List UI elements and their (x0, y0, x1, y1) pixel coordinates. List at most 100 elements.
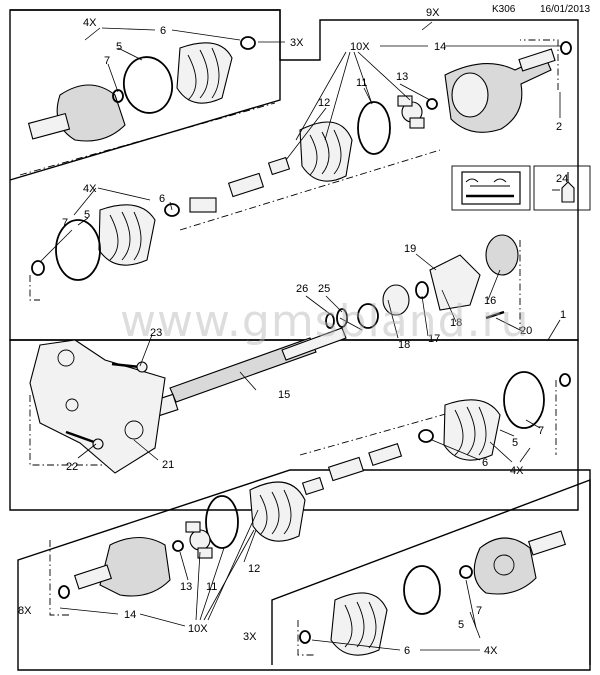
intermediate-sleeve (327, 456, 365, 482)
manual-wrench-icon (451, 165, 531, 211)
label-19: 19 (404, 243, 416, 255)
leader-lines (39, 21, 562, 651)
label-5c: 5 (512, 437, 518, 449)
clamp-ring (403, 565, 441, 615)
diagram-date: 16/01/2013 (540, 4, 591, 15)
label-5a: 5 (116, 41, 122, 53)
tripod-joint-top (397, 95, 425, 129)
clip-ring (164, 203, 180, 217)
label-6b: 6 (159, 193, 165, 205)
frame-center-intermediate-shaft (9, 339, 579, 511)
dash-line (520, 39, 559, 90)
dash-line (29, 275, 40, 301)
label-13a: 13 (396, 71, 408, 83)
label-2: 2 (556, 121, 562, 133)
circlip (58, 585, 70, 599)
label-1: 1 (560, 309, 566, 321)
frame-top-outer-joint-box (9, 9, 281, 181)
bolt-22 (65, 430, 95, 444)
clamp-ring (205, 495, 239, 549)
label-13b: 13 (180, 581, 192, 593)
snap-ring-17 (415, 281, 429, 299)
label-16: 16 (484, 295, 496, 307)
label-14b: 14 (124, 609, 136, 621)
label-6a: 6 (160, 25, 166, 37)
label-11b: 11 (206, 581, 217, 593)
label-24: 24 (556, 173, 568, 185)
label-11a: 11 (356, 77, 367, 89)
label-21: 21 (162, 459, 174, 471)
dash-line (19, 102, 276, 176)
qty-3x-bottom: 3X (243, 631, 257, 643)
circlip (112, 89, 124, 103)
bolt-head (136, 361, 148, 373)
qty-9x: 9X (426, 7, 440, 19)
dash-line (49, 540, 70, 616)
seal-ring-26 (325, 313, 335, 329)
bearing-16 (485, 234, 519, 276)
boot-second-row (98, 204, 156, 266)
inner-joint-housing-top (444, 48, 556, 133)
ring-18 (357, 303, 379, 329)
frame-bottom-outer-joint-box (271, 478, 591, 665)
qty-10x-top: 10X (350, 41, 370, 53)
boot-top-left (176, 42, 233, 104)
bolt-head (92, 438, 104, 450)
label-25: 25 (318, 283, 330, 295)
qty-8x: 8X (18, 605, 32, 617)
qty-4x-a: 4X (83, 17, 97, 29)
spacer (301, 476, 325, 496)
qty-3x-top: 3X (290, 37, 304, 49)
circlip (299, 630, 311, 644)
qty-4x-c: 4X (510, 465, 524, 477)
inner-cv-boot-top (299, 121, 353, 182)
label-12b: 12 (248, 563, 260, 575)
circlip (560, 41, 572, 55)
dash-line (179, 149, 441, 231)
bolt-20 (485, 310, 505, 320)
qty-4x-b: 4X (83, 183, 97, 195)
label-14a: 14 (434, 41, 446, 53)
clamp-ring (503, 371, 545, 429)
label-18b: 18 (398, 339, 410, 351)
clip-ring (240, 36, 256, 50)
clip-ring (459, 565, 473, 579)
outer-cv-joint-top (27, 84, 126, 142)
clamp-ring (122, 56, 174, 114)
intermediate-shaft (147, 327, 347, 419)
label-5b: 5 (84, 209, 90, 221)
bearing-bracket (29, 339, 166, 474)
outer-cv-joint-bottom (473, 530, 567, 595)
label-17: 17 (428, 333, 440, 345)
bearing (382, 284, 410, 316)
bolt-23 (111, 362, 141, 369)
lubricant-grease-icon (533, 165, 591, 211)
label-7b: 7 (62, 217, 68, 229)
clamp-ring (357, 101, 391, 155)
inner-cv-boot-bottom (249, 481, 306, 542)
tripod-joint-bottom (185, 521, 213, 559)
bearing-housing-19 (429, 254, 481, 311)
clip-ring (418, 429, 434, 443)
diagram-code: K306 (492, 4, 516, 15)
label-23: 23 (150, 327, 162, 339)
label-22: 22 (66, 461, 78, 473)
label-6c: 6 (482, 457, 488, 469)
inner-joint-housing-bottom (73, 536, 171, 597)
circlip (559, 373, 571, 387)
circlip (31, 260, 45, 276)
dash-line (297, 620, 315, 656)
label-15: 15 (278, 389, 290, 401)
qty-10x-bottom: 10X (188, 623, 208, 635)
intermediate-sleeve (227, 172, 265, 198)
label-6d: 6 (404, 645, 410, 657)
boot-bottom-right (443, 399, 501, 461)
label-18a: 18 (450, 317, 462, 329)
boot-bottom-left-outer (330, 592, 388, 656)
label-7d: 7 (476, 605, 482, 617)
label-20: 20 (520, 325, 532, 337)
clamp-ring (55, 219, 101, 281)
qty-4x-d: 4X (484, 645, 498, 657)
labels: 9X 3X 4X 10X 4X 4X 10X 8X 3X 4X 6 5 7 14… (18, 7, 568, 657)
